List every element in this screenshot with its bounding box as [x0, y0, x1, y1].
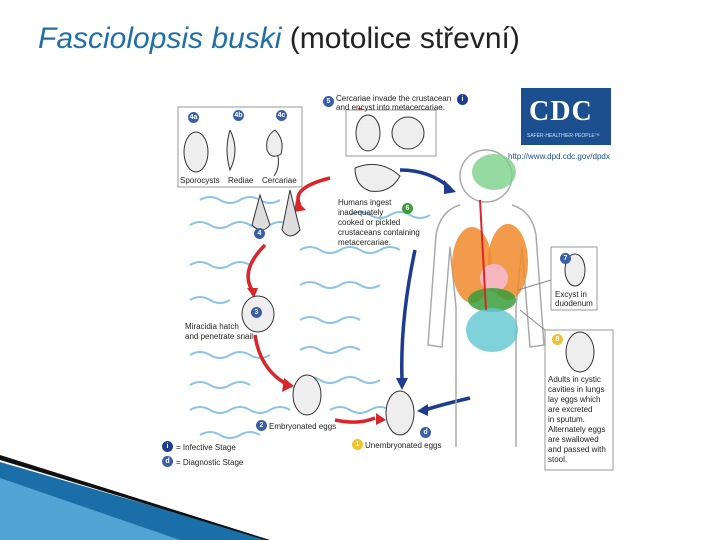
human-intestines: [466, 308, 518, 352]
stage-8-line-8: and passed with: [548, 445, 606, 454]
stage-8-line-4: are excreted: [548, 405, 592, 414]
stage-4a-badge: 4a: [188, 112, 199, 123]
stage-8-badge: 8: [552, 334, 563, 345]
cercariae-label: Cercariae: [262, 176, 297, 185]
embryonated-egg-drawing: [293, 375, 321, 415]
stage-5-text-2: and encyst into metacercariae.: [336, 103, 445, 112]
stage-4c-badge: 4c: [276, 110, 287, 121]
stage-6-line-5: metacercariae.: [338, 238, 391, 247]
stage-3-line-1: Miracidia hatch: [185, 322, 239, 331]
stage-8-line-9: stool.: [548, 455, 567, 464]
legend-infective-label: = Infective Stage: [176, 443, 236, 452]
stage-7-line-2: duodenum: [555, 299, 593, 308]
stage-5-badge: 5: [323, 96, 334, 107]
cdc-logo-letters: CDC: [529, 96, 593, 128]
legend-diagnostic-label: = Diagnostic Stage: [176, 458, 243, 467]
crustacean-drawing: [355, 164, 400, 191]
stage-6-line-3: cooked or pickled: [338, 218, 400, 227]
cdc-tagline: SAFER·HEALTHIER·PEOPLE™: [527, 133, 600, 139]
stage-6-line-4: crustaceans containing: [338, 228, 420, 237]
embryonated-eggs-label: Embryonated eggs: [269, 422, 336, 431]
stage-3-badge: 3: [251, 307, 262, 318]
stage-8-line-6: Alternately eggs: [548, 425, 605, 434]
unembryonated-eggs-label: Unembryonated eggs: [365, 441, 442, 450]
stage-8-line-1: Adults in cystic: [548, 375, 601, 384]
stage-1-badge: 1: [352, 439, 363, 450]
rediae-label: Rediae: [228, 176, 253, 185]
stage-8-line-3: lay eggs which: [548, 395, 600, 404]
stage-2-badge: 2: [256, 420, 267, 431]
sporocysts-label: Sporocysts: [180, 176, 220, 185]
stage-8-line-5: in sputum.: [548, 415, 585, 424]
stage-3-line-2: and penetrate snail: [185, 332, 253, 341]
cdc-url: http://www.dpd.cdc.gov/dpdx: [508, 152, 610, 161]
stage-6-badge: 6: [402, 203, 413, 214]
unembryonated-egg-drawing: [386, 391, 414, 435]
stage-8-line-2: cavities in lungs: [548, 385, 604, 394]
legend-diagnostic-icon: d: [162, 456, 173, 467]
infective-marker-5: i: [457, 94, 468, 105]
stage-4b-badge: 4b: [233, 110, 244, 121]
stage-5-text-1: Cercariae invade the crustacean: [336, 94, 451, 103]
stage-7-line-1: Excyst in: [555, 290, 587, 299]
stage-6-line-1: Humans ingest: [338, 198, 391, 207]
stage-6-line-2: inadequately: [338, 208, 383, 217]
stage-4-badge: 4: [254, 228, 265, 239]
sporocyst-drawing: [184, 132, 208, 172]
diagnostic-marker-1: d: [420, 427, 431, 438]
stage-8-line-7: are swallowed: [548, 435, 599, 444]
stage-7-badge: 7: [560, 253, 571, 264]
cdc-logo: CDC SAFER·HEALTHIER·PEOPLE™: [521, 88, 611, 145]
legend-infective-icon: i: [162, 441, 173, 452]
